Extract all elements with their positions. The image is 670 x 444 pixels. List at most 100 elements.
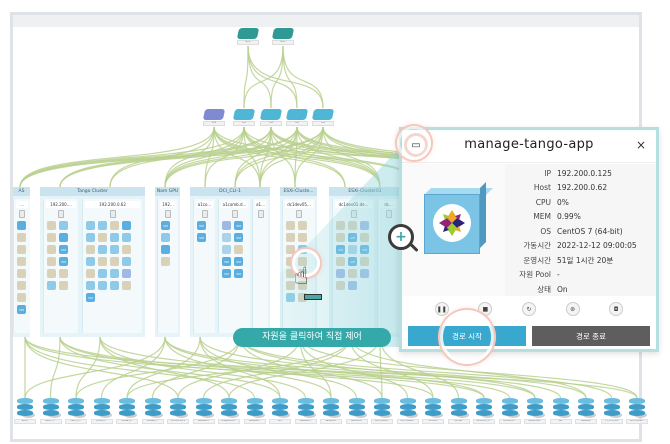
vm-node-esx[interactable]	[47, 281, 56, 290]
storage-node[interactable]: abfsNFS01	[320, 398, 342, 428]
restart-icon[interactable]: ↻	[521, 302, 536, 316]
storage-node[interactable]: archive01_m...	[473, 398, 495, 428]
storage-node[interactable]: 1.1_DCM_NFS	[600, 398, 623, 428]
close-icon[interactable]: ×	[635, 138, 646, 152]
storage-node[interactable]: TeraNA_lo...	[141, 398, 164, 428]
vm-node-vm[interactable]: VM	[197, 233, 206, 242]
console-icon[interactable]: ⊛	[565, 302, 580, 316]
server-icon[interactable]	[58, 210, 64, 218]
vm-node-lin[interactable]	[286, 245, 295, 254]
storage-node[interactable]: dev01	[14, 398, 36, 428]
server-icon[interactable]	[296, 210, 302, 218]
vm-node-red[interactable]	[222, 233, 231, 242]
vm-node-lin[interactable]	[298, 233, 307, 242]
vm-node-win[interactable]	[17, 221, 26, 230]
vm-node-esx[interactable]	[110, 269, 119, 278]
vm-node-lin[interactable]	[286, 233, 295, 242]
vm-node-lin[interactable]	[59, 281, 68, 290]
storage-node[interactable]: datastore1	[294, 398, 317, 428]
storage-node[interactable]: abfsNFS01	[345, 398, 368, 428]
vm-node-lin[interactable]	[17, 293, 26, 302]
storage-node[interactable]: integrated-nx...	[218, 398, 240, 428]
vm-node-win[interactable]	[161, 245, 170, 254]
vm-node-lin[interactable]	[17, 257, 26, 266]
vm-node-win[interactable]	[122, 221, 131, 230]
server-icon[interactable]	[109, 210, 116, 218]
vm-node-lin[interactable]	[47, 221, 56, 230]
vm-node-esx[interactable]	[86, 281, 95, 290]
storage-node[interactable]: datastore	[575, 398, 597, 428]
server-icon[interactable]	[165, 210, 171, 218]
vm-node-esx[interactable]	[110, 233, 119, 242]
vm-node-lin[interactable]	[110, 221, 119, 230]
vm-node-lin[interactable]	[59, 269, 68, 278]
storage-node[interactable]: DEV-NFS	[422, 398, 444, 428]
vm-node-vm[interactable]: VM	[234, 257, 243, 266]
vm-node-lin[interactable]	[47, 257, 56, 266]
spine-switch[interactable]: Spine	[236, 27, 260, 46]
vm-node-esx[interactable]	[86, 257, 95, 266]
server-icon[interactable]	[231, 210, 238, 218]
vm-node-vm[interactable]: VM	[234, 269, 243, 278]
vm-node-esx[interactable]	[110, 245, 119, 254]
stop-path-button[interactable]: 경로 종료	[532, 326, 650, 346]
vm-node-esx[interactable]	[86, 221, 95, 230]
vm-node-lin[interactable]	[86, 269, 95, 278]
vm-node-lin[interactable]	[98, 233, 107, 242]
leaf-switch[interactable]: Leaf	[311, 108, 335, 127]
vm-node-lin[interactable]	[286, 221, 295, 230]
vm-node-vm[interactable]: VM	[59, 257, 68, 266]
vm-node-esx[interactable]	[98, 245, 107, 254]
vm-node-vm[interactable]: VM	[86, 293, 95, 302]
storage-node[interactable]: datastore1	[243, 398, 266, 428]
vm-node-cen[interactable]	[222, 221, 231, 230]
storage-node[interactable]: Dev-Thunder...	[371, 398, 393, 428]
vm-node-vm[interactable]: VM	[222, 269, 231, 278]
leaf-switch[interactable]: Leaf	[285, 108, 309, 127]
vm-node-lin[interactable]	[17, 233, 26, 242]
stop-icon[interactable]: ■	[478, 302, 493, 316]
leaf-switch[interactable]: Leaf	[259, 108, 283, 127]
storage-node[interactable]: datastore1	[192, 398, 215, 428]
vm-node-esx[interactable]	[161, 233, 170, 242]
vm-node-win[interactable]	[59, 233, 68, 242]
vm-node-lin[interactable]	[17, 245, 26, 254]
vm-node-lin[interactable]	[47, 245, 56, 254]
vm-node-esx[interactable]	[110, 281, 119, 290]
leaf-switch[interactable]: HDR	[202, 108, 226, 127]
storage-node[interactable]: default-stor...	[524, 398, 546, 428]
storage-node[interactable]: SelfService...	[498, 398, 521, 428]
vm-node-vm[interactable]: VM	[197, 221, 206, 230]
server-icon[interactable]	[201, 210, 208, 218]
vm-node-lin[interactable]	[47, 233, 56, 242]
vm-node-lin[interactable]	[122, 281, 131, 290]
vm-node-lin[interactable]	[298, 221, 307, 230]
vm-node-lin[interactable]	[110, 257, 119, 266]
vm-node-esx[interactable]	[86, 233, 95, 242]
storage-node[interactable]: NFS	[269, 398, 291, 428]
leaf-switch[interactable]: Leaf	[232, 108, 256, 127]
vm-node-vm[interactable]: VM	[161, 221, 170, 230]
vm-node-lin[interactable]	[286, 257, 295, 266]
server-icon[interactable]	[19, 210, 25, 218]
vm-node-vm[interactable]: VM	[222, 257, 231, 266]
vm-node-lin[interactable]	[122, 245, 131, 254]
vm-node-esx[interactable]	[98, 269, 107, 278]
storage-node[interactable]: ds-vsan	[447, 398, 470, 428]
vm-node-lin[interactable]	[234, 245, 243, 254]
vm-node-vm[interactable]: VM	[234, 233, 243, 242]
server-icon[interactable]	[257, 210, 264, 218]
storage-node[interactable]: Dev-Thunder...	[396, 398, 419, 428]
vm-node-lin[interactable]	[47, 269, 56, 278]
storage-node[interactable]: nas01_ic...	[39, 398, 62, 428]
vm-node-lin[interactable]	[86, 245, 95, 254]
storage-node[interactable]: VNT-NFS-VNCE	[167, 398, 189, 428]
storage-node[interactable]: TeraNA_lo...	[116, 398, 138, 428]
vm-node-red[interactable]	[222, 245, 231, 254]
storage-node[interactable]: nas01_ic...	[65, 398, 87, 428]
vm-node-lin[interactable]	[161, 257, 170, 266]
vm-node-lin[interactable]	[17, 269, 26, 278]
vm-node-lin[interactable]	[17, 281, 26, 290]
vm-node-cen[interactable]	[122, 269, 131, 278]
vm-node-esx[interactable]	[122, 257, 131, 266]
